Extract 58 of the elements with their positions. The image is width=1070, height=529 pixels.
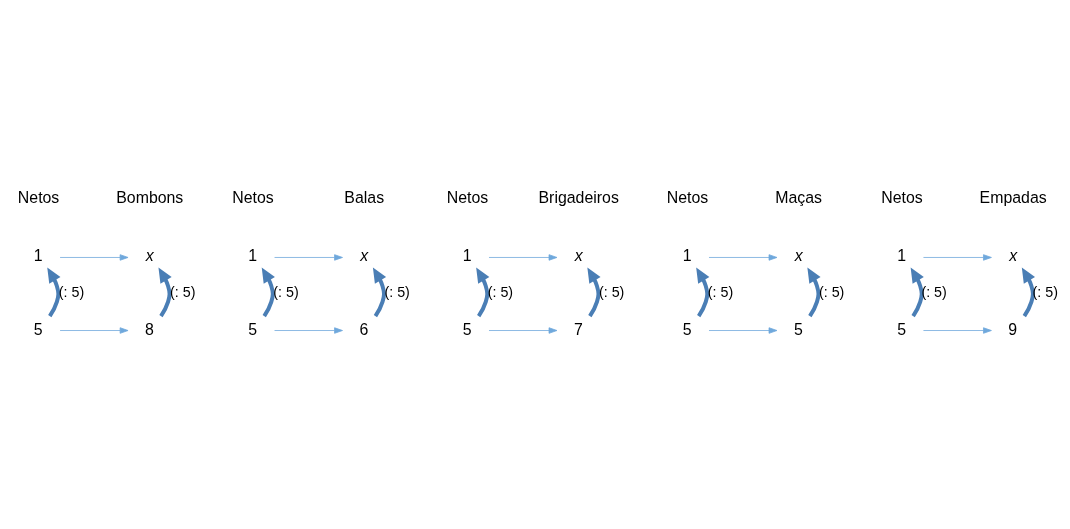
label: Netos bbox=[17, 188, 60, 206]
arrow bbox=[274, 326, 343, 334]
label: Netos bbox=[881, 188, 923, 206]
label: Brigadeiros bbox=[538, 188, 619, 206]
node-text: 1 bbox=[248, 246, 258, 264]
node-text: x bbox=[360, 246, 369, 264]
label: Bombons bbox=[116, 188, 184, 206]
node-text: 5 bbox=[462, 320, 472, 337]
label: Maças bbox=[775, 188, 823, 206]
node-text: 5 bbox=[33, 320, 43, 337]
node-text: 1 bbox=[462, 246, 472, 264]
edge-label: (: 5) bbox=[598, 283, 625, 300]
arrow bbox=[261, 267, 275, 317]
edge-label: (: 5) bbox=[707, 283, 734, 300]
arrow bbox=[708, 253, 778, 261]
node-text: x bbox=[1009, 246, 1018, 264]
edge-label: (: 5) bbox=[170, 283, 196, 300]
arrow bbox=[372, 267, 387, 317]
arrow bbox=[488, 326, 558, 334]
arrow bbox=[274, 253, 343, 261]
node-text: x bbox=[794, 246, 803, 264]
arrow bbox=[476, 267, 490, 317]
label: Netos bbox=[666, 188, 709, 206]
edge-label: (: 5) bbox=[818, 283, 845, 300]
edge-label: (: 5) bbox=[273, 283, 299, 300]
node-text: 5 bbox=[682, 320, 692, 337]
node-text: 1 bbox=[33, 246, 43, 264]
arrow bbox=[59, 326, 129, 334]
node-text: 5 bbox=[897, 320, 907, 337]
arrow bbox=[47, 267, 61, 317]
edge-label: (: 5) bbox=[487, 283, 514, 300]
arrow bbox=[923, 326, 992, 334]
node-text: x bbox=[574, 246, 583, 264]
arrow bbox=[923, 253, 992, 261]
label: Netos bbox=[232, 188, 274, 206]
arrow bbox=[696, 267, 710, 317]
node-text: 1 bbox=[682, 246, 692, 264]
node-text: 8 bbox=[145, 320, 154, 337]
node-text: 5 bbox=[793, 320, 803, 337]
edge-label: (: 5) bbox=[58, 283, 85, 300]
arrow bbox=[587, 267, 601, 317]
node-text: 5 bbox=[248, 320, 258, 337]
node-text: 7 bbox=[573, 320, 583, 337]
label: Balas bbox=[344, 188, 385, 206]
arrow bbox=[1021, 267, 1035, 317]
arrow bbox=[708, 326, 778, 334]
arrow bbox=[910, 267, 924, 317]
edge-label: (: 5) bbox=[384, 283, 410, 300]
arrow bbox=[807, 267, 821, 317]
arrow bbox=[158, 267, 172, 317]
node-text: 9 bbox=[1008, 320, 1018, 337]
label: Empadas bbox=[979, 188, 1047, 206]
node-text: 1 bbox=[897, 246, 907, 264]
arrow bbox=[488, 253, 558, 261]
arrow bbox=[59, 253, 129, 261]
label: Netos bbox=[446, 188, 489, 206]
node-text: x bbox=[145, 246, 154, 264]
node-text: 6 bbox=[359, 320, 369, 337]
